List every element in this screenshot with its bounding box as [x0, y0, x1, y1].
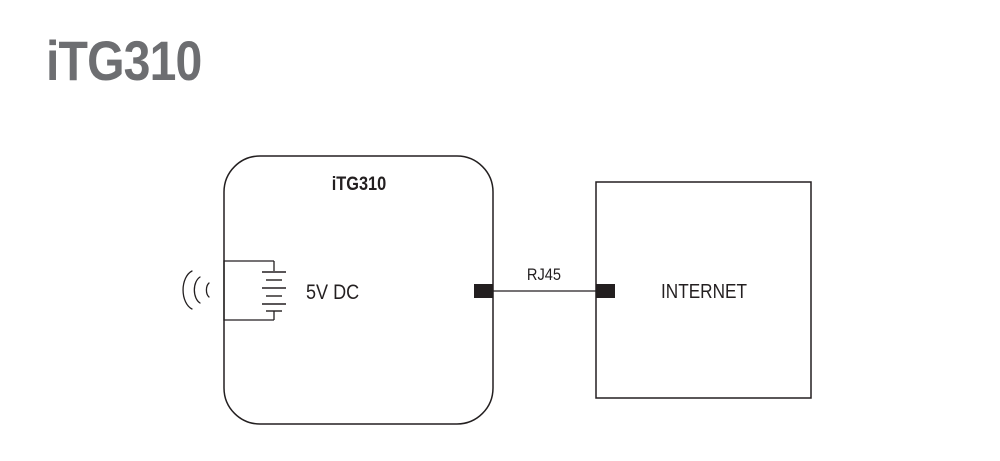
cable-label: RJ45 [527, 266, 561, 284]
internet-label: INTERNET [661, 280, 747, 303]
internet-port [596, 284, 615, 298]
battery-icon [262, 271, 286, 312]
power-circuit [223, 260, 275, 321]
device-name: iTG310 [332, 173, 387, 194]
device-port [474, 284, 493, 298]
page-title: iTG310 [46, 29, 202, 92]
internet-box [595, 181, 812, 399]
wireless-signal-icon [182, 270, 210, 310]
power-label: 5V DC [306, 281, 359, 305]
